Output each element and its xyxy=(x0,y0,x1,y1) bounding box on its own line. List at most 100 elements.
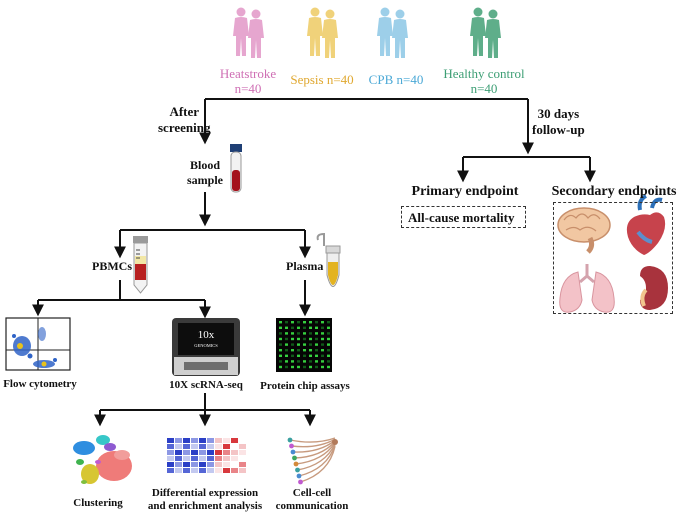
group-heatstroke: Heatstroke n=40 xyxy=(220,66,276,96)
pbmcs-label: PBMCs xyxy=(92,259,132,273)
group-cpb: CPB n=40 xyxy=(368,72,424,87)
after-screening-line2: screening xyxy=(158,120,211,135)
heatmap-cell xyxy=(239,450,246,455)
heatmap-cell xyxy=(215,462,222,467)
heatmap-cell xyxy=(183,468,190,473)
cell-node xyxy=(295,467,300,473)
chip-spot xyxy=(303,332,306,335)
chip-spot xyxy=(309,332,312,335)
lungs-icon xyxy=(559,264,615,313)
chip-spot xyxy=(315,332,318,335)
chip-spot xyxy=(309,354,312,357)
cellcell-line2: communication xyxy=(275,500,349,512)
mortality-label: All-cause mortality xyxy=(408,210,515,225)
heatmap-cell xyxy=(207,444,214,449)
chip-spot xyxy=(321,360,324,363)
followup-line1: 30 days xyxy=(537,106,580,121)
chip-spot xyxy=(279,321,282,324)
communication-edge xyxy=(291,438,336,448)
blood-line1: Blood xyxy=(189,158,220,172)
diffexp-line1: Differential expression xyxy=(151,487,259,499)
chip-spot xyxy=(327,326,330,329)
chip-spot xyxy=(303,365,306,369)
chip-spot xyxy=(321,332,324,335)
chip-spot xyxy=(279,365,282,369)
chip-spot xyxy=(285,365,288,369)
heatmap-cell xyxy=(207,438,214,443)
chip-spot xyxy=(285,343,288,346)
heatmap-cell xyxy=(239,462,246,467)
heatmap-cell xyxy=(215,468,222,473)
heatmap-cell xyxy=(167,456,174,461)
communication-edge xyxy=(297,443,336,471)
heatmap-cell xyxy=(183,462,190,467)
chip-spot xyxy=(291,365,294,369)
chip-spot xyxy=(321,337,324,341)
chip-spot xyxy=(321,349,324,352)
heatmap-cell xyxy=(175,462,182,467)
chip-spot xyxy=(315,360,318,363)
chip-spot xyxy=(327,337,330,341)
chip-spot xyxy=(327,349,330,352)
chip-spot xyxy=(321,326,324,329)
cell-node xyxy=(296,473,302,479)
chip-spot xyxy=(321,321,324,324)
communication-edge xyxy=(298,444,336,477)
chip-spot xyxy=(303,326,306,329)
after-screening-label: After screening xyxy=(158,104,210,136)
heatmap-cell xyxy=(199,456,206,461)
group-healthy-n: n=40 xyxy=(470,81,498,96)
heatmap-cell xyxy=(175,456,182,461)
chip-spot xyxy=(309,343,312,346)
chip-spot xyxy=(303,354,306,357)
kidney-icon xyxy=(640,266,668,310)
diffexp-label: Differential expression and enrichment a… xyxy=(148,487,262,513)
chip-spot xyxy=(309,365,312,369)
communication-edge xyxy=(289,437,336,443)
chip-spot xyxy=(279,332,282,335)
chip-spot xyxy=(297,360,300,363)
heatmap-cell xyxy=(207,462,214,467)
mortality-box: All-cause mortality xyxy=(401,206,526,228)
chip-spot xyxy=(327,332,330,335)
heatmap-cell xyxy=(175,468,182,473)
heatmap-cell xyxy=(191,462,198,467)
primary-endpoint-label: Primary endpoint xyxy=(411,184,519,199)
plasma-label: Plasma xyxy=(286,259,324,273)
heatmap-cell xyxy=(191,456,198,461)
heatmap-cell xyxy=(167,468,174,473)
heatmap-cell xyxy=(183,444,190,449)
chip-spot xyxy=(315,343,318,346)
chip-spot xyxy=(309,326,312,329)
chip-spot xyxy=(291,321,294,324)
chip-spot xyxy=(303,321,306,324)
heatmap-cell xyxy=(223,438,230,443)
chip-spot xyxy=(291,337,294,341)
cell-node xyxy=(290,449,296,455)
heatmap-cell xyxy=(191,450,198,455)
heatmap-cell xyxy=(239,444,246,449)
heatmap-cell xyxy=(215,456,222,461)
chip-spot xyxy=(279,343,282,346)
chip-spot xyxy=(279,326,282,329)
chip-spot xyxy=(285,321,288,324)
heatmap-cell xyxy=(183,456,190,461)
chip-spot xyxy=(315,326,318,329)
heatmap-cell xyxy=(183,438,190,443)
chip-spot xyxy=(315,349,318,352)
heatmap-cell xyxy=(207,456,214,461)
communication-edge xyxy=(295,442,336,465)
device-logo-subtext: GENOMICS xyxy=(194,343,218,348)
followup-label: 30 days follow-up xyxy=(532,106,585,138)
chip-spot xyxy=(291,343,294,346)
chip-spot xyxy=(291,349,294,352)
scrnaseq-label: 10X scRNA-seq xyxy=(169,379,243,391)
heatmap-cell xyxy=(167,444,174,449)
chip-spot xyxy=(297,365,300,369)
heatmap-cell xyxy=(207,450,214,455)
heatmap-icon xyxy=(167,438,246,473)
umap-clusters-icon xyxy=(73,435,132,484)
chip-spot xyxy=(291,354,294,357)
heatmap-cell xyxy=(183,450,190,455)
